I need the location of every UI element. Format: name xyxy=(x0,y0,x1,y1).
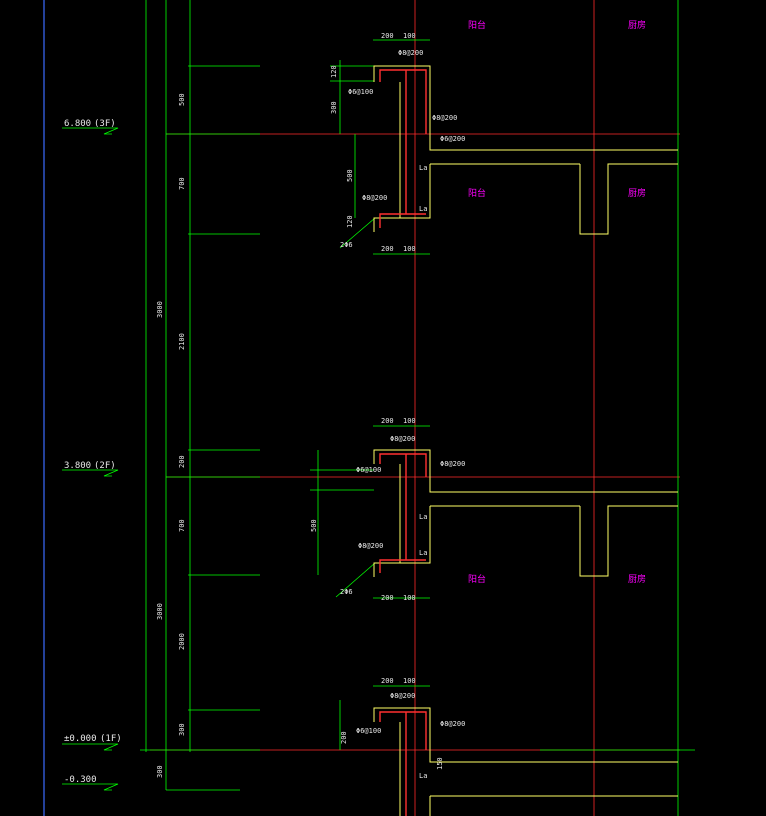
dim-500-detail: 500 xyxy=(346,169,354,182)
dim-100-bottom-mid: 100 xyxy=(403,594,416,602)
note-side-bar: Φ6@100 xyxy=(356,466,381,474)
note-top-bar: Φ8@200 xyxy=(398,49,423,57)
note-top-bar: Φ8@200 xyxy=(390,435,415,443)
level-2f-elevation: 3.800 xyxy=(64,461,91,471)
note-anchor: La xyxy=(419,772,427,780)
dim-200-top-base: 200 xyxy=(381,677,394,685)
note-beam-bar: Φ8@200 xyxy=(362,194,387,202)
dim-150: 150 xyxy=(436,757,444,770)
note-anchor: La xyxy=(419,164,427,172)
dim-100-top-mid: 100 xyxy=(403,417,416,425)
note-wall-bar: Φ8@200 xyxy=(440,460,465,468)
room-label-balcony: 阳台 xyxy=(468,187,486,199)
dimension-lines xyxy=(140,0,695,816)
level-3f-elevation: 6.800 xyxy=(64,119,91,129)
room-label-kitchen: 厨房 xyxy=(628,187,646,199)
dim-2000: 2000 xyxy=(178,633,186,650)
dim-100-top: 100 xyxy=(403,32,416,40)
note-side-bar: Φ6@100 xyxy=(356,727,381,735)
dim-120-lower: 120 xyxy=(346,215,354,228)
dim-200-top: 200 xyxy=(381,32,394,40)
dim-200: 200 xyxy=(178,455,186,468)
dim-200-top-mid: 200 xyxy=(381,417,394,425)
level-marker-1f: ±0.000 (1F) xyxy=(62,734,122,751)
level-1f-elevation: ±0.000 xyxy=(64,734,97,744)
dim-120: 120 xyxy=(330,65,338,78)
dim-2100: 2100 xyxy=(178,333,186,350)
note-tie-bar: 2Φ6 xyxy=(340,241,353,249)
dim-200-bottom-mid: 200 xyxy=(381,594,394,602)
dim-500: 500 xyxy=(178,93,186,106)
note-side-bar: Φ6@100 xyxy=(348,88,373,96)
dim-100-top-base: 100 xyxy=(403,677,416,685)
level-1f-floor: (1F) xyxy=(100,734,122,744)
level-ground-elevation: -0.300 xyxy=(64,775,97,785)
note-tie-bar: 2Φ6 xyxy=(340,588,353,596)
dim-700: 700 xyxy=(178,177,186,190)
note-slab-bar: Φ6@200 xyxy=(440,135,465,143)
dim-300-detail: 300 xyxy=(330,101,338,114)
note-wall-bar: Φ8@200 xyxy=(440,720,465,728)
dim-700-mid: 700 xyxy=(178,519,186,532)
dim-300-base: 300 xyxy=(156,765,164,778)
note-wall-bar: Φ8@200 xyxy=(432,114,457,122)
dim-200-base-detail: 200 xyxy=(340,731,348,744)
dim-500-mid-detail: 500 xyxy=(310,519,318,532)
note-top-bar: Φ8@200 xyxy=(390,692,415,700)
dim-100-bottom: 100 xyxy=(403,245,416,253)
room-label-balcony: 阳台 xyxy=(468,573,486,585)
room-label-kitchen: 厨房 xyxy=(628,19,646,31)
dim-300: 300 xyxy=(178,723,186,736)
level-3f-floor: (3F) xyxy=(94,119,116,129)
rebar xyxy=(379,69,427,816)
room-label-balcony: 阳台 xyxy=(468,19,486,31)
dim-3000-lower: 3000 xyxy=(156,603,164,620)
note-anchor: La xyxy=(419,549,427,557)
structure-outline xyxy=(373,65,678,816)
note-beam-bar: Φ8@200 xyxy=(358,542,383,550)
note-anchor: La xyxy=(419,205,427,213)
level-marker-ground: -0.300 xyxy=(62,775,119,791)
dim-3000-upper: 3000 xyxy=(156,301,164,318)
level-marker-2f: 3.800 (2F) xyxy=(62,461,119,477)
level-marker-3f: 6.800 (3F) xyxy=(62,119,119,135)
dim-200-bottom: 200 xyxy=(381,245,394,253)
room-label-kitchen: 厨房 xyxy=(628,573,646,585)
note-anchor: La xyxy=(419,513,427,521)
level-2f-floor: (2F) xyxy=(94,461,116,471)
